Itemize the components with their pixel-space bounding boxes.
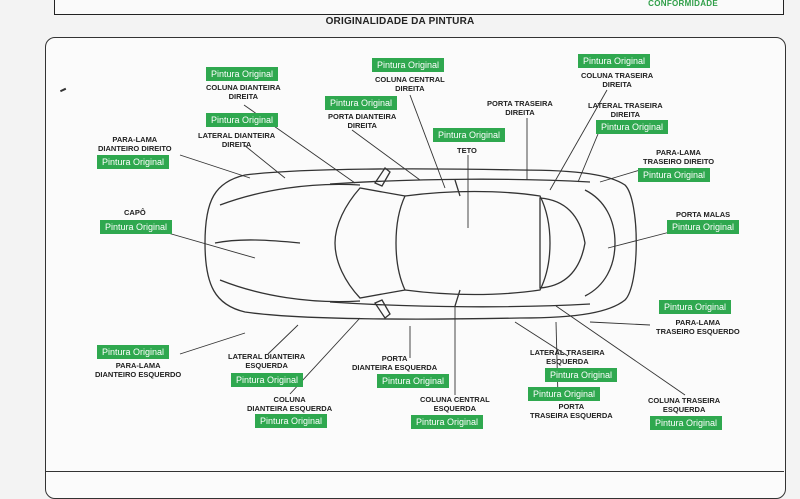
status-porta-traseira-esquerda: Pintura Original [528, 387, 601, 401]
leader-lines [146, 89, 686, 399]
label-para-lama-traseiro-direito: PARA-LAMA TRASEIRO DIREITO [643, 148, 715, 166]
left-side-line [329, 301, 591, 308]
label-porta-malas: PORTA MALAS [676, 210, 731, 219]
label-lateral-dianteira-esquerda: LATERAL DIANTEIRA ESQUERDA [228, 352, 306, 370]
label-coluna-central-esquerda: COLUNA CENTRAL ESQUERDA [420, 395, 490, 413]
label-para-lama-traseiro-esquerdo: PARA-LAMA TRASEIRO ESQUERDO [656, 318, 740, 336]
label-lateral-traseira-direita: LATERAL TRASEIRA DIREITA [588, 101, 663, 119]
status-lateral-traseira-direita: Pintura Original [596, 120, 669, 134]
status-coluna-central-direita: Pintura Original [372, 58, 445, 72]
status-para-lama-dianteiro-direito: Pintura Original [97, 155, 170, 169]
label-coluna-central-direita: COLUNA CENTRAL DIREITA [375, 75, 445, 93]
conformidade-label: CONFORMIDADE [648, 0, 718, 8]
label-coluna-dianteira-esquerda: COLUNA DIANTEIRA ESQUERDA [247, 395, 333, 413]
label-porta-traseira-esquerda: PORTA TRASEIRA ESQUERDA [530, 402, 613, 420]
right-side-line [329, 178, 591, 185]
status-lateral-dianteira-esquerda: Pintura Original [231, 373, 304, 387]
status-teto: Pintura Original [433, 128, 506, 142]
status-para-lama-dianteiro-esquerdo: Pintura Original [97, 345, 170, 359]
label-capo: CAPÔ [124, 208, 146, 217]
hood-center [214, 239, 301, 244]
previous-section-box [54, 0, 784, 15]
status-porta-dianteira-direita: Pintura Original [325, 96, 398, 110]
status-para-lama-traseiro-esquerdo: Pintura Original [659, 300, 732, 314]
status-coluna-dianteira-direita: Pintura Original [206, 67, 279, 81]
label-lateral-dianteira-direita: LATERAL DIANTEIRA DIREITA [198, 131, 276, 149]
status-lateral-traseira-esquerda: Pintura Original [545, 368, 618, 382]
label-porta-dianteira-esquerda: PORTA DIANTEIRA ESQUERDA [352, 354, 438, 372]
rear-window [539, 197, 586, 289]
status-coluna-central-esquerda: Pintura Original [411, 415, 484, 429]
label-coluna-dianteira-direita: COLUNA DIANTEIRA DIREITA [206, 83, 281, 101]
status-para-lama-traseiro-direito: Pintura Original [638, 168, 711, 182]
windshield [334, 187, 406, 299]
car-diagram [146, 89, 686, 399]
label-porta-dianteira-direita: PORTA DIANTEIRA DIREITA [328, 112, 397, 130]
right-mirror [374, 167, 391, 187]
roof [404, 190, 551, 296]
trunk-line [584, 189, 616, 297]
label-lateral-traseira-esquerda: LATERAL TRASEIRA ESQUERDA [530, 348, 605, 366]
status-lateral-dianteira-direita: Pintura Original [206, 113, 279, 127]
car-body-outline [204, 168, 637, 320]
label-para-lama-dianteiro-esquerdo: PARA-LAMA DIANTEIRO ESQUERDO [95, 361, 182, 379]
label-coluna-traseira-esquerda: COLUNA TRASEIRA ESQUERDA [648, 396, 721, 414]
label-teto: TETO [457, 146, 477, 155]
status-coluna-dianteira-esquerda: Pintura Original [255, 414, 328, 428]
status-porta-malas: Pintura Original [667, 220, 740, 234]
label-para-lama-dianteiro-direito: PARA-LAMA DIANTEIRO DIREITO [98, 135, 172, 153]
panel-divider [46, 471, 784, 472]
status-coluna-traseira-esquerda: Pintura Original [650, 416, 723, 430]
page-title: ORIGINALIDADE DA PINTURA [325, 16, 475, 27]
label-porta-traseira-direita: PORTA TRASEIRA DIREITA [487, 99, 553, 117]
hood-line-top [219, 183, 361, 206]
hood-line-bottom [219, 279, 361, 303]
status-capo: Pintura Original [100, 220, 173, 234]
left-mirror [374, 299, 391, 319]
label-coluna-traseira-direita: COLUNA TRASEIRA DIREITA [581, 71, 654, 89]
status-porta-dianteira-esquerda: Pintura Original [377, 374, 450, 388]
status-coluna-traseira-direita: Pintura Original [578, 54, 651, 68]
